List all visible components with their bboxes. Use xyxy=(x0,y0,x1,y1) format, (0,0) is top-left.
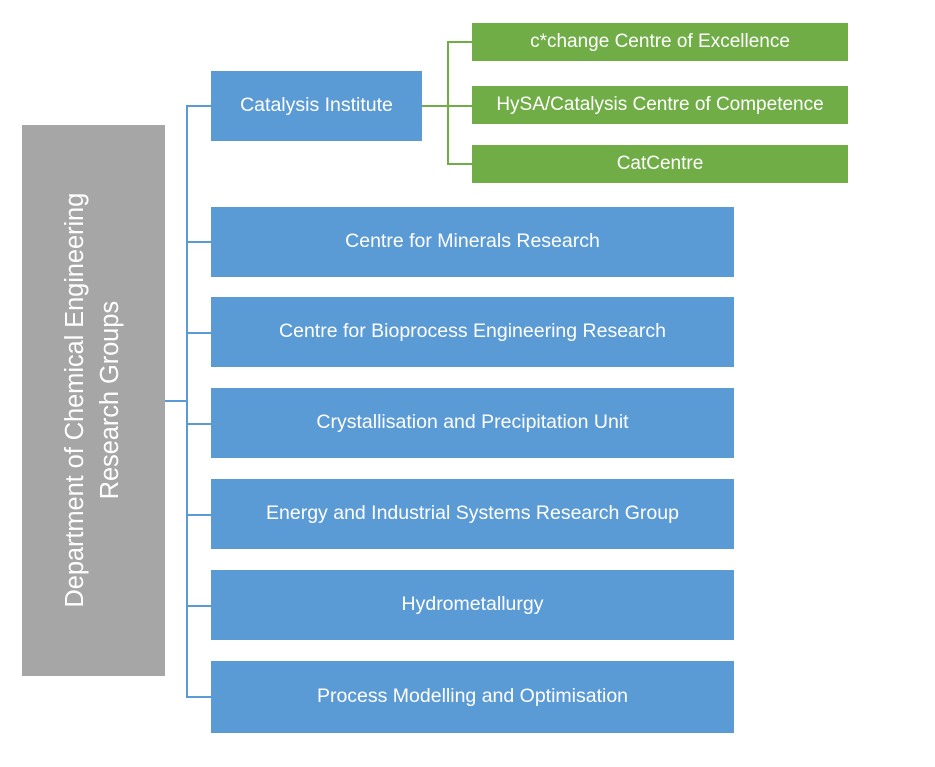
root-node-label: Department of Chemical Engineering Resea… xyxy=(58,193,128,608)
root-node-label-line-1: Department of Chemical Engineering xyxy=(61,193,90,608)
root-node-label-line-2: Research Groups xyxy=(96,301,125,500)
node-cchange-centre-of-excellence[interactable]: c*change Centre of Excellence xyxy=(472,23,848,61)
connector-stub-process-modelling-and-optimisation xyxy=(186,696,211,698)
connector-stub-centre-for-bioprocess-engineering-research xyxy=(186,332,211,334)
connector-stub-hydrometallurgy xyxy=(186,605,211,607)
node-catalysis-institute-label: Catalysis Institute xyxy=(240,94,393,117)
node-hydrometallurgy-label: Hydrometallurgy xyxy=(401,593,544,616)
connector-root-to-trunk xyxy=(165,400,188,402)
node-catcentre[interactable]: CatCentre xyxy=(472,145,848,183)
connector-stub-hysa-catalysis-centre-of-competence xyxy=(447,105,473,107)
node-hysa-catalysis-centre-of-competence-label: HySA/Catalysis Centre of Competence xyxy=(496,93,824,115)
node-hydrometallurgy[interactable]: Hydrometallurgy xyxy=(211,570,734,640)
root-node-department[interactable]: Department of Chemical Engineering Resea… xyxy=(22,125,165,676)
node-centre-for-minerals-research-label: Centre for Minerals Research xyxy=(345,230,600,253)
node-centre-for-minerals-research[interactable]: Centre for Minerals Research xyxy=(211,207,734,277)
node-energy-and-industrial-systems-research-group[interactable]: Energy and Industrial Systems Research G… xyxy=(211,479,734,549)
node-energy-and-industrial-systems-research-group-label: Energy and Industrial Systems Research G… xyxy=(266,502,679,525)
node-cchange-centre-of-excellence-label: c*change Centre of Excellence xyxy=(530,30,790,52)
node-catcentre-label: CatCentre xyxy=(616,152,704,174)
connector-stub-centre-for-minerals-research xyxy=(186,241,211,243)
node-centre-for-bioprocess-engineering-research-label: Centre for Bioprocess Engineering Resear… xyxy=(279,320,666,343)
node-process-modelling-and-optimisation[interactable]: Process Modelling and Optimisation xyxy=(211,661,734,733)
node-centre-for-bioprocess-engineering-research[interactable]: Centre for Bioprocess Engineering Resear… xyxy=(211,297,734,367)
connector-stub-crystallisation-and-precipitation-unit xyxy=(186,423,211,425)
connector-stub-energy-and-industrial-systems-research-group xyxy=(186,514,211,516)
node-crystallisation-and-precipitation-unit[interactable]: Crystallisation and Precipitation Unit xyxy=(211,388,734,458)
node-hysa-catalysis-centre-of-competence[interactable]: HySA/Catalysis Centre of Competence xyxy=(472,86,848,124)
node-crystallisation-and-precipitation-unit-label: Crystallisation and Precipitation Unit xyxy=(316,411,629,434)
connector-stub-catalysis-institute xyxy=(186,105,211,107)
connector-catalysis-to-green-trunk xyxy=(422,105,448,107)
node-catalysis-institute[interactable]: Catalysis Institute xyxy=(211,71,422,141)
node-process-modelling-and-optimisation-label: Process Modelling and Optimisation xyxy=(316,685,629,708)
connector-trunk-vertical xyxy=(186,105,188,697)
connector-stub-catcentre xyxy=(447,163,473,165)
connector-green-trunk-vertical xyxy=(447,41,449,164)
connector-stub-cchange-centre-of-excellence xyxy=(447,41,473,43)
